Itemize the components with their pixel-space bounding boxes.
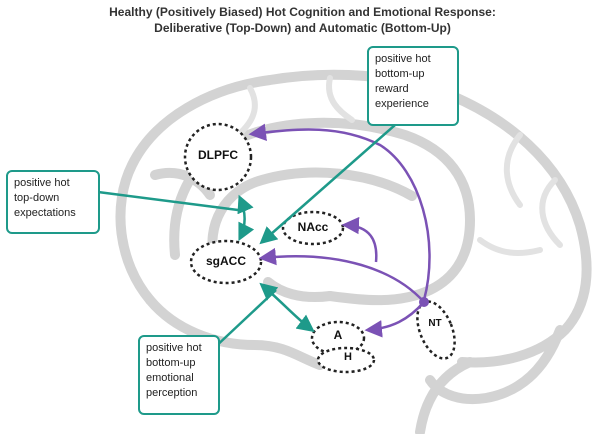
purple-arrow-to-sgacc: [258, 247, 425, 303]
teal-arrow-dlpfc-sgacc: [237, 194, 255, 242]
teal-line-emotional-callout: [211, 289, 277, 351]
nt-region: [416, 300, 456, 360]
teal-arrow-sgacc-amygdala: [259, 282, 315, 333]
top-down-expectations-callout: positive hot top-down expectations: [6, 170, 100, 234]
reward-experience-callout: positive hot bottom-up reward experience: [367, 46, 459, 126]
sgacc-label: sgACC: [205, 254, 246, 268]
nt-label: NT: [428, 318, 442, 329]
dlpfc-region: [183, 122, 253, 192]
title-line-1: Healthy (Positively Biased) Hot Cognitio…: [109, 5, 496, 19]
emotional-perception-callout: positive hot bottom-up emotional percept…: [138, 335, 220, 415]
title-line-2: Deliberative (Top-Down) and Automatic (B…: [154, 21, 451, 35]
hippocampus-region: [316, 346, 376, 374]
purple-arrow-to-nacc: [341, 216, 378, 263]
teal-line-expectations-callout: [97, 190, 239, 212]
dlpfc-label: DLPFC: [198, 148, 238, 162]
amygdala-label: A: [333, 328, 343, 342]
purple-arrow-to-amygdala: [364, 301, 425, 338]
teal-line-reward-callout: [259, 124, 396, 245]
amygdala-region: [310, 320, 366, 356]
nt-origin-dot: [419, 297, 429, 307]
nacc-label: NAcc: [297, 220, 329, 234]
purple-arrow-to-dlpfc: [248, 123, 431, 301]
hippocampus-label: H: [344, 351, 352, 363]
diagram-title: Healthy (Positively Biased) Hot Cognitio…: [0, 4, 605, 36]
